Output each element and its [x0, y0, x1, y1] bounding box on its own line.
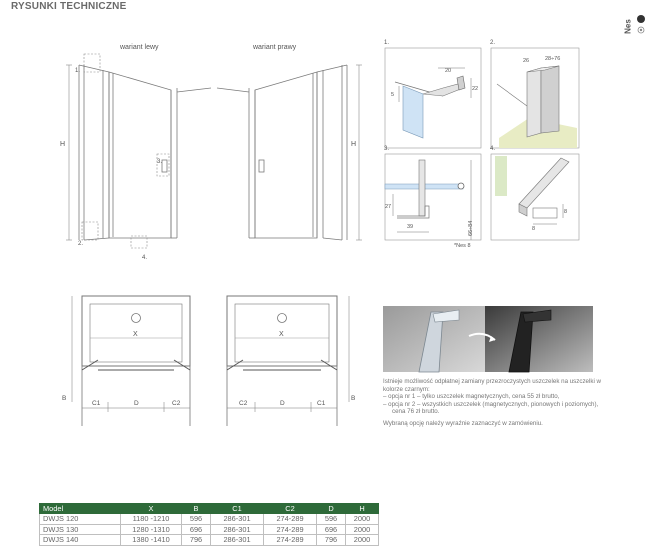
detail-1: 1. 20 5 22: [384, 40, 482, 149]
cell-d: 796: [316, 534, 346, 546]
detail-4-dim-8b: 8: [532, 226, 535, 232]
plan-right: X B C2 D C1: [226, 295, 355, 426]
note-option-1: – opcja nr 1 – tylko uszczelek magnetycz…: [383, 393, 560, 401]
plan-left: X B C1 D C2: [62, 295, 191, 426]
table-row: DWJS 130 1280 -1310 696 286-301 274-289 …: [39, 523, 379, 536]
cell-b: 696: [181, 523, 211, 536]
cell-c2: 274-289: [263, 523, 317, 536]
detail-3-dim-39: 39: [407, 224, 413, 230]
cell-model: DWJS 130: [39, 523, 121, 536]
col-d: D: [316, 503, 346, 514]
cell-b: 796: [181, 534, 211, 546]
elevation-left-h: H: [60, 141, 65, 148]
plan-right-x: X: [279, 331, 284, 338]
marker-1: 1.: [75, 68, 80, 74]
detail-3-label: 3.: [384, 146, 389, 152]
plan-left-x: X: [133, 331, 138, 338]
col-model: Model: [39, 503, 121, 514]
cell-d: 596: [316, 513, 346, 525]
dim-h-left: [66, 64, 72, 241]
plan-left-d: D: [134, 400, 139, 407]
detail-4-label: 4.: [490, 146, 495, 152]
col-c2: C2: [263, 503, 317, 514]
note-intro: Istnieje możliwość odpłatnej zamiany prz…: [383, 378, 602, 393]
cell-model: DWJS 120: [39, 513, 121, 525]
elevation-right: [216, 64, 348, 241]
plan-left-c1: C1: [92, 400, 101, 407]
col-c1: C1: [210, 503, 264, 514]
table-header-row: Model X B C1 C2 D H: [39, 503, 379, 514]
cell-x: 1180 -1210: [120, 513, 182, 525]
detail-3-dim-27: 27: [385, 204, 391, 210]
cell-h: 2000: [345, 534, 379, 546]
cell-c1: 286-301: [210, 534, 264, 546]
table-row: DWJS 140 1380 -1410 796 286-301 274-289 …: [39, 534, 379, 546]
marker-2: 2.: [78, 241, 83, 247]
cell-h: 2000: [345, 513, 379, 525]
detail-4-dim-8a: 8: [564, 209, 567, 215]
marker-3: 3.: [157, 159, 162, 165]
detail-1-dim-5: 5: [391, 92, 394, 98]
seal-comparison-image: [383, 306, 593, 373]
label-variant-left: wariant lewy: [119, 44, 159, 51]
marker-4: 4.: [142, 255, 147, 261]
plan-right-d: D: [280, 400, 285, 407]
detail-1-dim-20: 20: [445, 68, 451, 74]
page-title: RYSUNKI TECHNICZNE: [11, 1, 127, 12]
plan-right-c2: C2: [239, 400, 248, 407]
seal-option-note: Istnieje możliwość odpłatnej zamiany prz…: [383, 378, 608, 428]
note-order-instruction: Wybraną opcję należy wyraźnie zaznaczyć …: [383, 419, 543, 427]
detail-3-footnote: *Nes 8: [454, 243, 471, 249]
note-option-2: – opcja nr 2 – wszystkich uszczelek (mag…: [383, 400, 599, 416]
cell-x: 1280 -1310: [120, 523, 182, 536]
cell-h: 2000: [345, 523, 379, 536]
detail-2-dim-range: 28÷76: [545, 56, 560, 62]
detail-2-dim-26: 26: [523, 58, 529, 64]
col-h: H: [345, 503, 379, 514]
plan-right-c1: C1: [317, 400, 326, 407]
dim-h-right: [356, 64, 362, 241]
cell-d: 696: [316, 523, 346, 536]
cell-c1: 286-301: [210, 513, 264, 525]
detail-1-label: 1.: [384, 40, 389, 46]
detail-1-dim-22: 22: [472, 86, 478, 92]
col-b: B: [181, 503, 211, 514]
elevation-drawing: H 1. 2. 3. 4. wariant lewy H wariant pra…: [60, 44, 362, 261]
cell-c1: 286-301: [210, 523, 264, 536]
detail-3: 3. 27 39 66÷84 *Nes 8: [384, 146, 482, 249]
brand-logo-icon: [637, 15, 645, 34]
detail-2: 2. 26 28÷76: [490, 40, 580, 149]
detail-4: 4. 8 8: [490, 146, 580, 241]
plan-left-c2: C2: [172, 400, 181, 407]
plan-right-b: B: [351, 395, 355, 402]
cell-c2: 274-289: [263, 513, 317, 525]
cell-model: DWJS 140: [39, 534, 121, 546]
elevation-right-h: H: [351, 141, 356, 148]
col-x: X: [120, 503, 182, 514]
cell-b: 596: [181, 513, 211, 525]
detail-2-label: 2.: [490, 40, 495, 46]
table-row: DWJS 120 1180 -1210 596 286-301 274-289 …: [39, 513, 379, 525]
detail-3-dim-range: 66÷84: [468, 221, 474, 236]
cell-x: 1380 -1410: [120, 534, 182, 546]
cell-c2: 274-289: [263, 534, 317, 546]
dimensions-table: Model X B C1 C2 D H DWJS 120 1180 -1210 …: [39, 503, 379, 546]
elevation-left: [78, 64, 212, 241]
label-variant-right: wariant prawy: [252, 44, 297, 51]
plan-left-b: B: [62, 395, 66, 402]
